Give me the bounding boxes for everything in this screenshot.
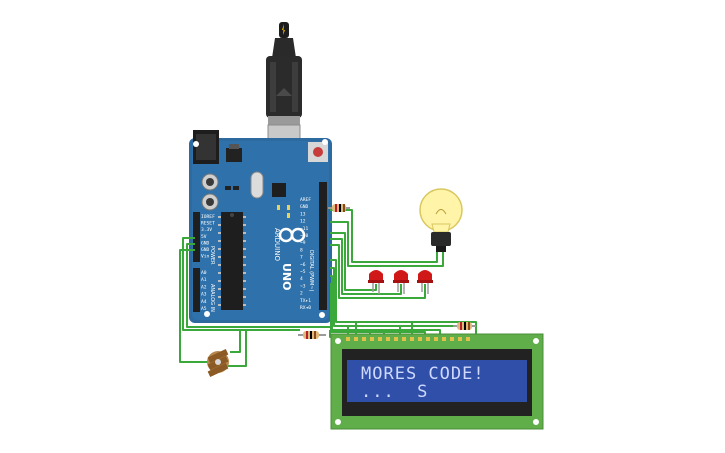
led-red-1[interactable] [368, 270, 384, 294]
digital-pin-label-11: 4 [300, 276, 303, 282]
brand-text: ARDUINO [273, 228, 281, 261]
led-red-2[interactable] [393, 270, 409, 294]
lcd-screen [347, 360, 527, 402]
digital-pin-label-7: 8 [300, 247, 303, 253]
digital-pin-label-10: ~5 [300, 269, 306, 275]
atmega-chip [221, 212, 243, 310]
digital-header [319, 182, 327, 310]
arduino-logo: ARDUINO UNO [273, 227, 306, 291]
analog-pin-label-5: A5 [201, 306, 207, 312]
analog-pin-label-0: A0 [201, 270, 207, 276]
analog-pin-label-1: A1 [201, 277, 207, 283]
digital-pin-label-0: AREF [300, 197, 311, 203]
lcd-module[interactable]: MORES CODE! ... S [330, 333, 544, 430]
power-pin-label-3: 5V [201, 234, 207, 240]
power-pin-label-6: Vin [201, 254, 210, 260]
resistor-bottom[interactable] [298, 331, 326, 339]
digital-pin-label-3: 12 [300, 219, 306, 225]
power-pin-label-5: GND [201, 247, 210, 253]
model-text: UNO [280, 263, 293, 291]
lcd-line-2: ... S [361, 382, 428, 402]
digital-pin-label-13: 2 [300, 291, 303, 297]
light-bulb[interactable] [419, 188, 463, 252]
power-pin-label-2: 3.3V [201, 227, 212, 233]
digital-pin-label-2: 13 [300, 211, 306, 217]
digital-pin-label-15: RX◂0 [300, 305, 311, 311]
digital-pin-label-12: ~3 [300, 283, 306, 289]
power-pin-label-1: RESET [201, 221, 215, 227]
digital-pin-label-1: GND [300, 204, 309, 210]
power-pin-label-4: GND [201, 240, 210, 246]
analog-pin-label-4: A4 [201, 299, 207, 305]
digital-pin-label-6: ~9 [300, 240, 306, 246]
lcd-line-1: MORES CODE! [361, 364, 485, 384]
digital-label: DIGITAL (PWM~) [308, 250, 314, 292]
digital-pin-label-14: TX▸1 [300, 298, 311, 304]
power-pin-label-0: IOREF [201, 214, 215, 220]
resistor-top[interactable] [328, 204, 350, 212]
analog-pin-label-3: A3 [201, 292, 207, 298]
arduino-uno-board[interactable]: ARDUINO UNO POWER ANALOG IN DIGITAL (PWM… [189, 130, 332, 323]
digital-pin-label-8: 7 [300, 255, 303, 261]
power-label: POWER [209, 246, 215, 265]
analog-pin-label-2: A2 [201, 284, 207, 290]
digital-pin-label-4: ~11 [300, 226, 309, 232]
digital-pin-label-9: ~6 [300, 262, 306, 268]
led-red-3[interactable] [417, 270, 433, 294]
digital-pin-label-5: ~10 [300, 233, 309, 239]
analog-header [193, 268, 200, 312]
potentiometer[interactable] [207, 349, 229, 377]
resistor-lcd[interactable] [453, 322, 476, 330]
analog-label: ANALOG IN [209, 284, 215, 312]
power-header [193, 212, 200, 262]
wires[interactable] [179, 209, 477, 367]
